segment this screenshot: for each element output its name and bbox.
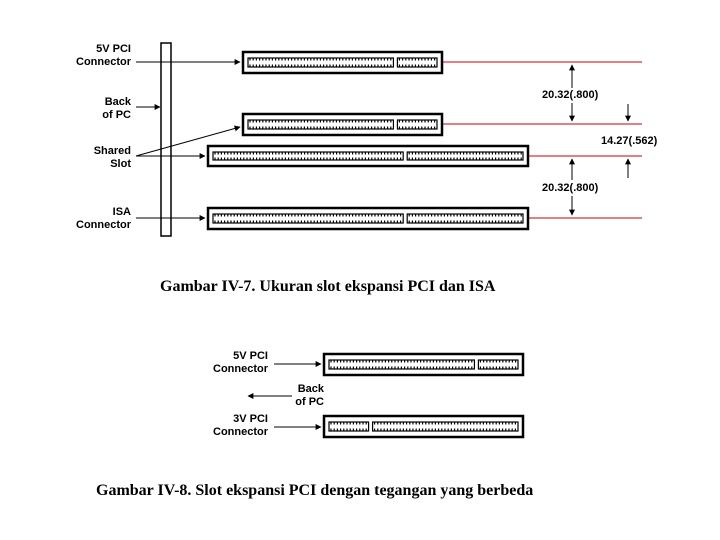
slot-5v-pci-fig2 [322, 352, 525, 377]
label-back-of-pc-fig2: Back of PC [295, 383, 324, 409]
label-isa-line1: ISA [112, 206, 131, 218]
label-shared-slot: Shared Slot [94, 145, 131, 171]
slot-pin-channel [396, 119, 438, 130]
label-3v-pci-fig2-line1: 3V PCI [233, 413, 268, 425]
label-5v-pci-line2: Connector [76, 56, 131, 68]
label-back-line1: Back [104, 96, 131, 108]
slot-3v-pci-fig2 [322, 414, 525, 439]
label-back-line2: of PC [102, 109, 131, 121]
label-5v-pci-fig2-line1: 5V PCI [233, 350, 268, 362]
label-shared-line1: Shared [93, 145, 131, 157]
dimension-lower: 20.32(.800) [542, 182, 599, 194]
label-isa-line2: Connector [76, 219, 131, 231]
slot-pin-channel [328, 421, 370, 432]
slot-5v-pci-fig1 [241, 50, 444, 75]
slot-pin-channel [396, 57, 438, 68]
slot-pin-channel [406, 151, 524, 161]
label-5v-pci-fig2-line2: Connector [213, 363, 268, 375]
dimension-middle: 14.27(.562) [601, 135, 658, 147]
label-5v-pci-fig2: 5V PCI Connector [213, 350, 268, 376]
label-5v-pci: 5V PCI Connector [76, 43, 131, 69]
slot-pin-channel [477, 359, 519, 370]
slot-shared-isa [206, 144, 530, 168]
caption-figure1: Gambar IV-7. Ukuran slot ekspansi PCI da… [160, 278, 496, 295]
label-5v-pci-line1: 5V PCI [96, 43, 131, 55]
label-back-fig2-line2: of PC [295, 396, 324, 408]
caption-figure2: Gambar IV-8. Slot ekspansi PCI dengan te… [96, 482, 534, 499]
back-of-pc-bracket [160, 42, 172, 237]
label-back-fig2-line1: Back [297, 383, 324, 395]
dimension-upper: 20.32(.800) [542, 89, 599, 101]
slot-pin-channel [406, 213, 524, 224]
label-shared-line2: Slot [110, 158, 131, 170]
label-3v-pci-fig2: 3V PCI Connector [213, 413, 268, 439]
label-3v-pci-fig2-line2: Connector [213, 426, 268, 438]
label-back-of-pc: Back of PC [102, 96, 131, 122]
slot-isa [206, 206, 530, 231]
label-isa: ISA Connector [76, 206, 131, 232]
slot-shared-pci [241, 112, 444, 137]
arrow-shared-pci [135, 125, 241, 157]
